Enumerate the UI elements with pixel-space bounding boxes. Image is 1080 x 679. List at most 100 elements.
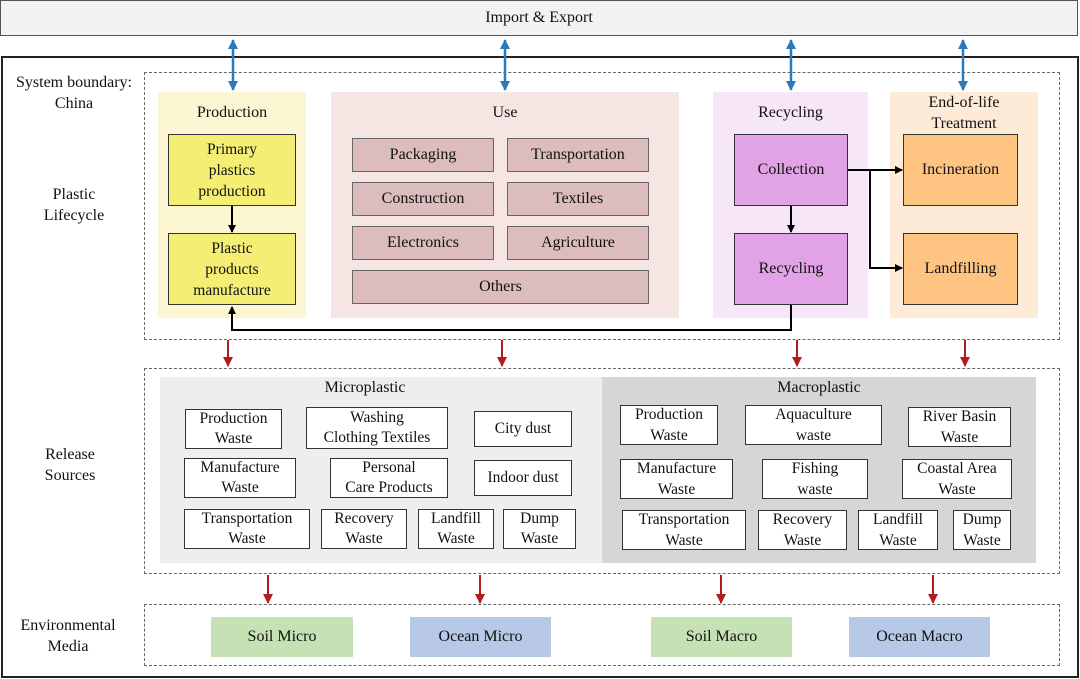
macro-production-waste-box: Production Waste [620, 405, 718, 445]
micro-box-line: Waste [228, 530, 266, 547]
micro-washing-textiles-box: Washing Clothing Textiles [306, 407, 448, 449]
lifecycle-line-2: Lifecycle [43, 207, 105, 224]
micro-box-line: City dust [494, 420, 552, 437]
release-region [144, 368, 1060, 574]
release-line-2: Sources [44, 467, 96, 484]
manufacture-line-2: products [205, 260, 259, 278]
import-export-title: Import & Export [485, 9, 593, 26]
primary-plastics-production-box: Primary plastics production [168, 134, 296, 206]
macro-box-line: Waste [650, 427, 688, 444]
primary-line-2: plastics [208, 161, 256, 179]
macroplastic-title: Macroplastic [777, 379, 861, 396]
ocean-macro-box: Ocean Macro [849, 617, 990, 657]
use-construction-box: Construction [352, 182, 494, 216]
macro-box-line: Waste [657, 481, 696, 498]
macro-box-line: Landfill [873, 511, 923, 528]
macro-box-line: Dump [962, 511, 1002, 528]
macro-landfill-waste-box: Landfill Waste [858, 510, 938, 550]
media-region [144, 604, 1060, 666]
micro-box-line: Waste [214, 430, 253, 447]
use-agriculture-box: Agriculture [507, 226, 649, 260]
micro-box-line: Waste [345, 530, 383, 547]
arrow-collection-to-landfilling [869, 170, 903, 272]
micro-box-line: Indoor dust [487, 469, 559, 486]
plastic-products-manufacture-box: Plastic products manufacture [168, 233, 296, 305]
soil-micro-box: Soil Micro [211, 617, 353, 657]
system-boundary-label: System boundary: China [4, 72, 144, 114]
lifecycle-line-1: Plastic [52, 186, 96, 203]
macro-dump-waste-box: Dump Waste [953, 510, 1011, 550]
eol-title-line-2: Treatment [931, 115, 997, 132]
micro-personal-care-box: Personal Care Products [330, 458, 448, 498]
macro-box-line: waste [797, 481, 833, 498]
micro-box-line: Clothing Textiles [323, 429, 431, 446]
macro-aquaculture-waste-box: Aquaculture waste [745, 405, 882, 445]
micro-manufacture-waste-box: Manufacture Waste [184, 458, 296, 498]
micro-indoor-dust-box: Indoor dust [474, 460, 572, 496]
macro-manufacture-waste-box: Manufacture Waste [620, 459, 733, 499]
macro-box-line: waste [795, 427, 832, 444]
macro-recovery-waste-box: Recovery Waste [758, 510, 847, 550]
micro-dump-waste-box: Dump Waste [503, 509, 576, 549]
macro-box-line: Waste [938, 481, 976, 498]
landfilling-box: Landfilling [903, 233, 1018, 305]
macro-coastal-area-waste-box: Coastal Area Waste [902, 459, 1012, 499]
media-line-2: Media [47, 638, 89, 655]
recycling-box: Recycling [734, 233, 848, 305]
use-transportation-box: Transportation [507, 138, 649, 172]
micro-box-line: Recovery [334, 510, 394, 527]
macro-box-line: Waste [940, 429, 979, 446]
micro-city-dust-box: City dust [474, 411, 572, 447]
primary-line-3: production [198, 182, 266, 200]
micro-box-line: Waste [437, 530, 475, 547]
macro-box-line: Fishing [791, 460, 839, 477]
use-electronics-box: Electronics [352, 226, 494, 260]
micro-transportation-waste-box: Transportation Waste [184, 509, 310, 549]
macro-river-basin-waste-box: River Basin Waste [908, 407, 1011, 447]
micro-box-line: Washing [350, 409, 404, 426]
macro-box-line: Waste [879, 532, 917, 549]
release-line-1: Release [45, 446, 95, 463]
plastic-lifecycle-label: Plastic Lifecycle [4, 184, 144, 226]
macro-box-line: Recovery [772, 511, 833, 528]
media-line-1: Environmental [20, 617, 116, 634]
macro-box-line: Production [634, 406, 704, 423]
manufacture-line-1: Plastic [211, 239, 253, 257]
micro-production-waste-box: Production Waste [185, 409, 282, 449]
microplastic-title: Microplastic [324, 379, 406, 396]
boundary-line-2: China [54, 95, 94, 112]
macro-box-line: Coastal Area [917, 460, 997, 477]
micro-box-line: Landfill [431, 510, 481, 527]
macro-fishing-waste-box: Fishing waste [762, 459, 868, 499]
eol-title: End-of-life Treatment [890, 92, 1038, 134]
micro-box-line: Manufacture [200, 459, 280, 476]
lifecycle-region [144, 72, 1060, 340]
macro-box-line: Waste [963, 532, 1001, 549]
macro-box-line: Waste [665, 532, 703, 549]
macro-transportation-waste-box: Transportation Waste [622, 510, 746, 550]
environmental-media-label: Environmental Media [0, 615, 136, 657]
release-sources-label: Release Sources [0, 444, 140, 486]
macro-box-line: Transportation [638, 511, 730, 528]
macro-box-line: Aquaculture [775, 406, 852, 423]
manufacture-line-3: manufacture [193, 281, 271, 299]
micro-box-line: Personal [362, 459, 416, 476]
incineration-box: Incineration [903, 134, 1018, 206]
micro-box-line: Dump [520, 510, 559, 527]
soil-macro-box: Soil Macro [651, 617, 792, 657]
micro-box-line: Care Products [345, 479, 433, 496]
collection-box: Collection [734, 134, 848, 206]
micro-box-line: Production [199, 410, 268, 427]
use-others-box: Others [352, 270, 649, 304]
micro-landfill-waste-box: Landfill Waste [418, 509, 494, 549]
use-title: Use [492, 104, 518, 121]
macro-box-line: River Basin [922, 408, 997, 425]
outer-frame [1, 56, 1079, 678]
micro-box-line: Waste [221, 479, 259, 496]
macro-box-line: Manufacture [636, 460, 717, 477]
use-packaging-box: Packaging [352, 138, 494, 172]
use-textiles-box: Textiles [507, 182, 649, 216]
micro-box-line: Transportation [201, 510, 293, 527]
import-export-bar: Import & Export [0, 0, 1078, 36]
